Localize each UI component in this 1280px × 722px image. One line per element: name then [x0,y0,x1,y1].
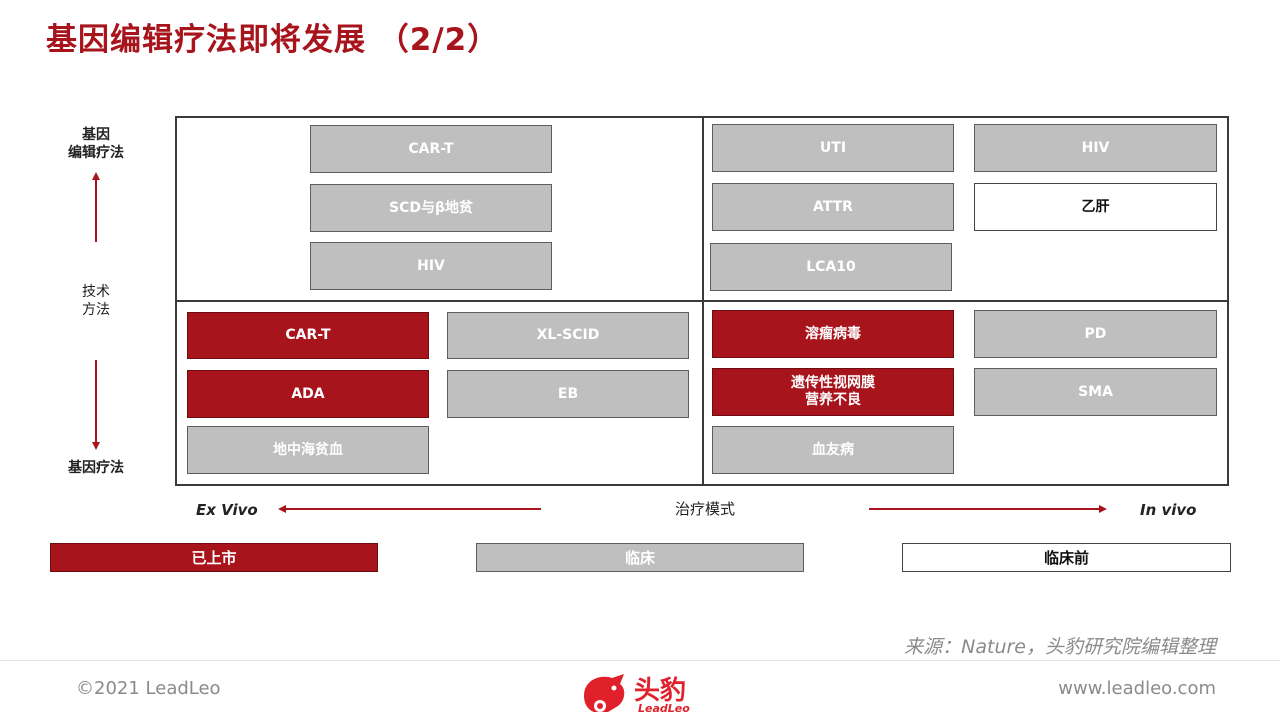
legend-clinical: 临床 [476,543,804,572]
up-arrow-shaft [95,180,97,242]
x-axis-left-label: Ex Vivo [196,501,258,519]
tr-hepatitis-b: 乙肝 [974,183,1217,231]
leopard-icon [584,674,625,712]
logo-subtext: LeadLeo [638,702,690,715]
up-arrow-icon [92,172,100,180]
leadleo-logo: 头豹 LeadLeo [578,666,708,718]
tr-lca10: LCA10 [710,243,952,291]
footer-divider [0,660,1280,661]
tr-hiv: HIV [974,124,1217,172]
y-axis-bottom-label: 基因疗法 [68,460,124,476]
y-axis-top-label: 基因 编辑疗法 [60,126,132,162]
tl-scd-beta: SCD与β地贫 [310,184,552,232]
down-arrow-shaft [95,360,97,442]
br-retinal-dystrophy: 遗传性视网膜 营养不良 [712,368,954,416]
source-note: 来源：Nature，头豹研究院编辑整理 [904,636,1216,658]
tl-hiv: HIV [310,242,552,290]
br-hemophilia: 血友病 [712,426,954,474]
down-arrow-icon [92,442,100,450]
left-arrow-icon [278,505,286,513]
matrix-horizontal-divider [175,300,1229,302]
br-oncolytic-virus: 溶瘤病毒 [712,310,954,358]
x-axis-right-label: In vivo [1140,501,1197,519]
right-arrow-shaft [869,508,1099,510]
bl-xl-scid: XL-SCID [447,312,689,359]
tr-uti: UTI [712,124,954,172]
bl-thalassemia: 地中海贫血 [187,426,429,474]
right-arrow-icon [1099,505,1107,513]
y-axis-middle-line2: 方法 [82,302,110,318]
bl-ada: ADA [187,370,429,418]
tr-attr: ATTR [712,183,954,231]
br-pd: PD [974,310,1217,358]
legend-marketed: 已上市 [50,543,378,572]
x-axis-middle-label: 治疗模式 [674,500,735,518]
br-retinal-line1: 遗传性视网膜 [791,375,875,391]
tl-car-t: CAR-T [310,125,552,173]
bl-car-t: CAR-T [187,312,429,359]
y-axis-top-line1: 基因 [82,127,110,143]
page-title: 基因编辑疗法即将发展 （2/2） [46,22,500,58]
logo-text: 头豹 [634,676,687,706]
y-axis-middle-label: 技术 方法 [60,283,132,319]
y-axis-top-line2: 编辑疗法 [68,145,124,161]
y-axis-middle-line1: 技术 [82,284,110,300]
left-arrow-shaft [286,508,541,510]
copyright: ©2021 LeadLeo [76,678,221,699]
br-retinal-line2: 营养不良 [805,392,861,408]
bl-eb: EB [447,370,689,418]
legend-preclinical: 临床前 [902,543,1231,572]
br-sma: SMA [974,368,1217,416]
website-url: www.leadleo.com [1058,678,1216,699]
